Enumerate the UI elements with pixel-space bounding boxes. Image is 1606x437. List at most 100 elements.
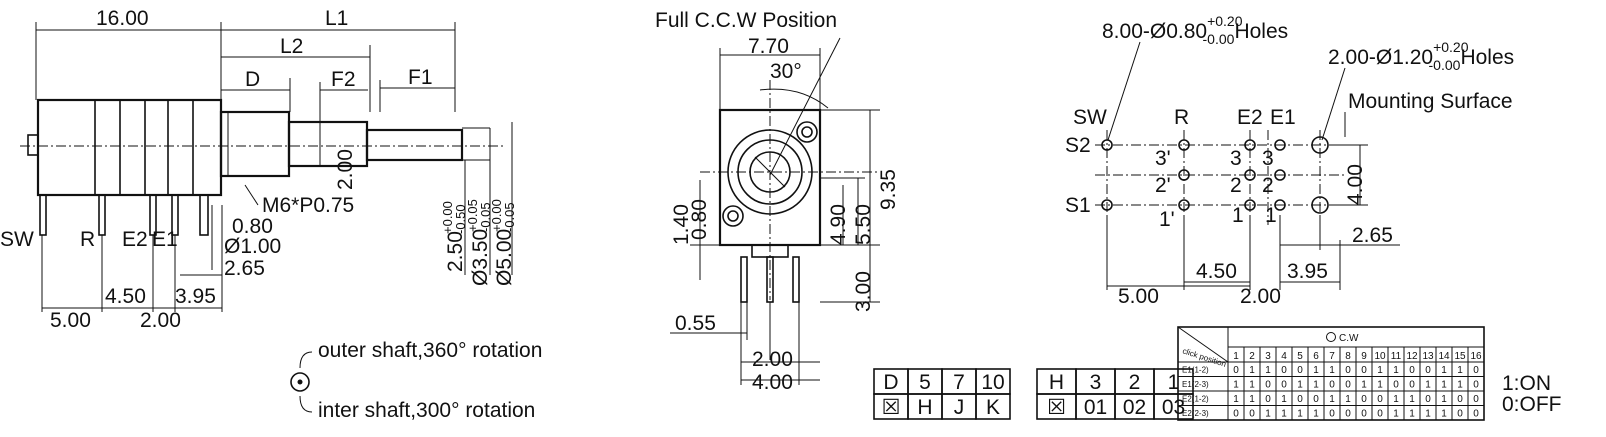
- click-position-number: 1: [1233, 351, 1239, 362]
- pcb-1p: 1': [1159, 208, 1175, 231]
- click-value: 0: [1345, 380, 1351, 391]
- click-value: 0: [1329, 380, 1335, 391]
- click-value: 0: [1377, 409, 1383, 420]
- click-value: 1: [1377, 365, 1383, 376]
- side-view: 16.00 L1 L2 D F2 F1 M6*P: [0, 7, 517, 332]
- tol-350-label: Ø3.50: [469, 229, 492, 286]
- click-value: 0: [1457, 409, 1463, 420]
- hole-mount-bottom: [1311, 196, 1329, 214]
- click-value: 1: [1425, 409, 1431, 420]
- tol-500-sub: -0.05: [502, 202, 517, 232]
- click-value: 0: [1473, 394, 1479, 405]
- dim-f1-label: F1: [408, 66, 433, 89]
- dim-080-label-front: 0.80: [688, 199, 711, 240]
- click-value: 0: [1345, 365, 1351, 376]
- dim-l2-label: L2: [280, 35, 303, 58]
- click-value: 1: [1377, 380, 1383, 391]
- click-value: 0: [1361, 409, 1367, 420]
- click-position-number: 15: [1454, 351, 1466, 362]
- table-h-cell-text: 2: [1129, 371, 1141, 394]
- pcb-dim-200-label: 2.00: [1240, 285, 1281, 308]
- click-position-number: 5: [1297, 351, 1303, 362]
- click-position-number: 13: [1422, 351, 1434, 362]
- shaft-symbol-icon: [290, 372, 310, 392]
- hole-r3: [1178, 139, 1190, 151]
- table-d-cell-text: J: [954, 396, 965, 419]
- holes1-label: 8.00-Ø0.80+0.20-0.00Holes: [1102, 13, 1288, 47]
- hole-s2: [1101, 139, 1113, 151]
- dim-395-label: 3.95: [175, 285, 216, 308]
- table-h-cell-text: 01: [1084, 396, 1107, 419]
- pcb-3p: 3': [1155, 147, 1171, 170]
- front-pin-left: [740, 256, 748, 303]
- pcb-s1-label: S1: [1065, 194, 1091, 217]
- click-row-label: E2(2-3): [1182, 409, 1209, 418]
- hole-e2-2: [1244, 169, 1256, 181]
- table-d-cell-text: ☒: [882, 396, 901, 419]
- tol-350-sub: -0.05: [478, 202, 493, 232]
- click-value: 1: [1249, 380, 1255, 391]
- pcb-1b: 1: [1265, 204, 1277, 227]
- front-view: Full C.C.W Position 7.70 30° 9.35 5.50 4…: [655, 9, 900, 394]
- dim-100-label: Ø1.00: [224, 235, 281, 258]
- thread-label: M6*P0.75: [262, 194, 354, 217]
- dim-300-label: 3.00: [852, 271, 875, 312]
- dim-16-label: 16.00: [96, 7, 149, 30]
- dim-265-label: 2.65: [224, 257, 265, 280]
- pcb-sw-label: SW: [1073, 106, 1107, 129]
- off-label: 0:OFF: [1502, 393, 1562, 416]
- click-value: 0: [1361, 365, 1367, 376]
- hole-e1-1: [1274, 199, 1286, 211]
- pcb-2a: 2: [1230, 174, 1242, 197]
- table-h-cell-text: 1: [1168, 371, 1180, 394]
- shaft-dim-200-label: 2.00: [334, 149, 357, 190]
- dim-500-label: 5.00: [50, 309, 91, 332]
- tol-350-sup: +0.05: [465, 199, 480, 232]
- mounting-label: Mounting Surface: [1348, 90, 1513, 113]
- click-value: 0: [1281, 380, 1287, 391]
- table-h-cell-text: H: [1049, 371, 1064, 394]
- click-position-number: 11: [1391, 351, 1402, 362]
- click-value: 1: [1409, 409, 1415, 420]
- click-value: 0: [1297, 394, 1303, 405]
- click-value: 1: [1441, 394, 1447, 405]
- hole-r1: [1178, 199, 1190, 211]
- table-d-cell-text: 5: [919, 371, 931, 394]
- table-h-cell-text: ☒: [1047, 396, 1066, 419]
- click-position-number: 2: [1249, 351, 1255, 362]
- dim-550-label: 5.50: [852, 204, 875, 245]
- click-value: 1: [1441, 380, 1447, 391]
- click-value: 1: [1457, 380, 1463, 391]
- click-value: 0: [1457, 394, 1463, 405]
- click-value: 0: [1361, 394, 1367, 405]
- dim-770-label: 7.70: [748, 35, 789, 58]
- click-row-label: E2(1-2): [1182, 395, 1209, 404]
- click-value: 1: [1457, 365, 1463, 376]
- click-value: 1: [1265, 409, 1271, 420]
- shaft-legend: outer shaft,360° rotation inter shaft,30…: [290, 339, 542, 422]
- click-position-number: 3: [1265, 351, 1271, 362]
- pcb-dim-265-label: 2.65: [1352, 224, 1393, 247]
- hole-mount-top: [1311, 136, 1329, 154]
- pcb-2p: 2': [1155, 174, 1171, 197]
- hole-s1: [1101, 199, 1113, 211]
- pcb-dim-450-label: 4.50: [1196, 260, 1237, 283]
- table-h-cell-text: 03: [1162, 396, 1185, 419]
- click-table-frame: [1177, 326, 1485, 421]
- pcb-layout: 8.00-Ø0.80+0.20-0.00Holes 2.00-Ø1.20+0.2…: [1065, 13, 1514, 308]
- table-d-cell-text: 10: [981, 371, 1004, 394]
- click-row-label: E1(1-2): [1182, 366, 1209, 375]
- click-value: 0: [1265, 394, 1271, 405]
- click-position-number: 4: [1281, 351, 1287, 362]
- table-d-cell: [975, 393, 1011, 420]
- click-value: 1: [1249, 394, 1255, 405]
- dim-450-label: 4.50: [105, 285, 146, 308]
- click-value: 0: [1473, 409, 1479, 420]
- tol-500-sup: +0.00: [489, 199, 504, 232]
- bushing: [219, 110, 291, 178]
- cw-arrow-icon: [1326, 332, 1336, 342]
- click-value: 1: [1281, 409, 1287, 420]
- dim-d-label: D: [245, 68, 260, 91]
